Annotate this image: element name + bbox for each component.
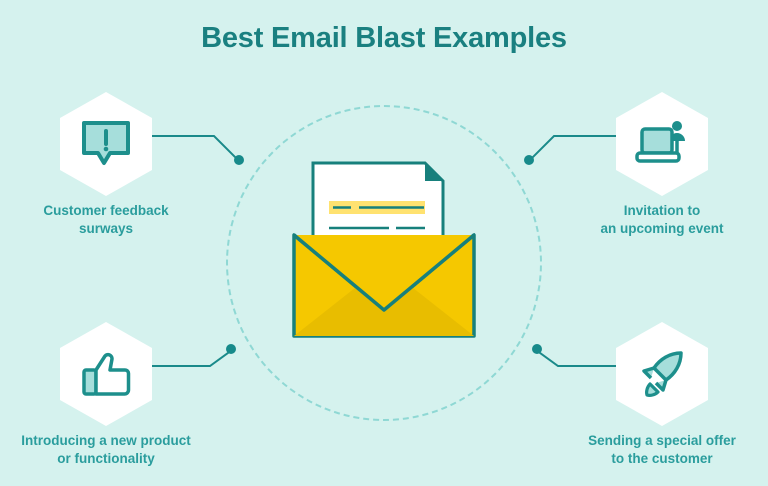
node-label-line1: Sending a special offer: [588, 433, 736, 448]
open-envelope-icon: [292, 161, 476, 338]
rocket-icon: [616, 322, 708, 426]
connector-dot-top-left: [234, 155, 244, 165]
node-invitation-upcoming-event[interactable]: Invitation to an upcoming event: [562, 92, 762, 238]
dashed-circle-decoration: [226, 105, 542, 421]
hexagon-badge: [60, 322, 152, 426]
connector-dot-bottom-left: [226, 344, 236, 354]
node-label-line2: surways: [78, 221, 134, 237]
hexagon-badge: [616, 92, 708, 196]
envelope-body: [292, 233, 476, 338]
node-label-line1: Customer feedback: [43, 203, 169, 218]
node-introducing-new-product[interactable]: Introducing a new product or functionali…: [6, 322, 206, 468]
node-customer-feedback-surveys[interactable]: Customer feedback surways: [6, 92, 206, 238]
thumbs-up-icon: [60, 322, 152, 426]
node-label-line1: Invitation to: [623, 203, 701, 218]
node-label: Introducing a new product or functionali…: [6, 432, 206, 468]
node-label-line2: an upcoming event: [600, 221, 724, 237]
node-label-line1: Introducing a new product: [21, 433, 191, 448]
connector-dot-top-right: [524, 155, 534, 165]
node-label-line2: or functionality: [57, 451, 155, 467]
node-label-line2: to the customer: [611, 451, 713, 467]
page-title: Best Email Blast Examples: [201, 22, 567, 54]
speech-bubble-exclamation-icon: [60, 92, 152, 196]
node-label: Invitation to an upcoming event: [562, 202, 762, 238]
node-label: Customer feedback surways: [6, 202, 206, 238]
hexagon-badge: [616, 322, 708, 426]
connector-dot-bottom-right: [532, 344, 542, 354]
laptop-person-icon: [616, 92, 708, 196]
hexagon-badge: [60, 92, 152, 196]
node-sending-special-offer[interactable]: Sending a special offer to the customer: [562, 322, 762, 468]
node-label: Sending a special offer to the customer: [562, 432, 762, 468]
